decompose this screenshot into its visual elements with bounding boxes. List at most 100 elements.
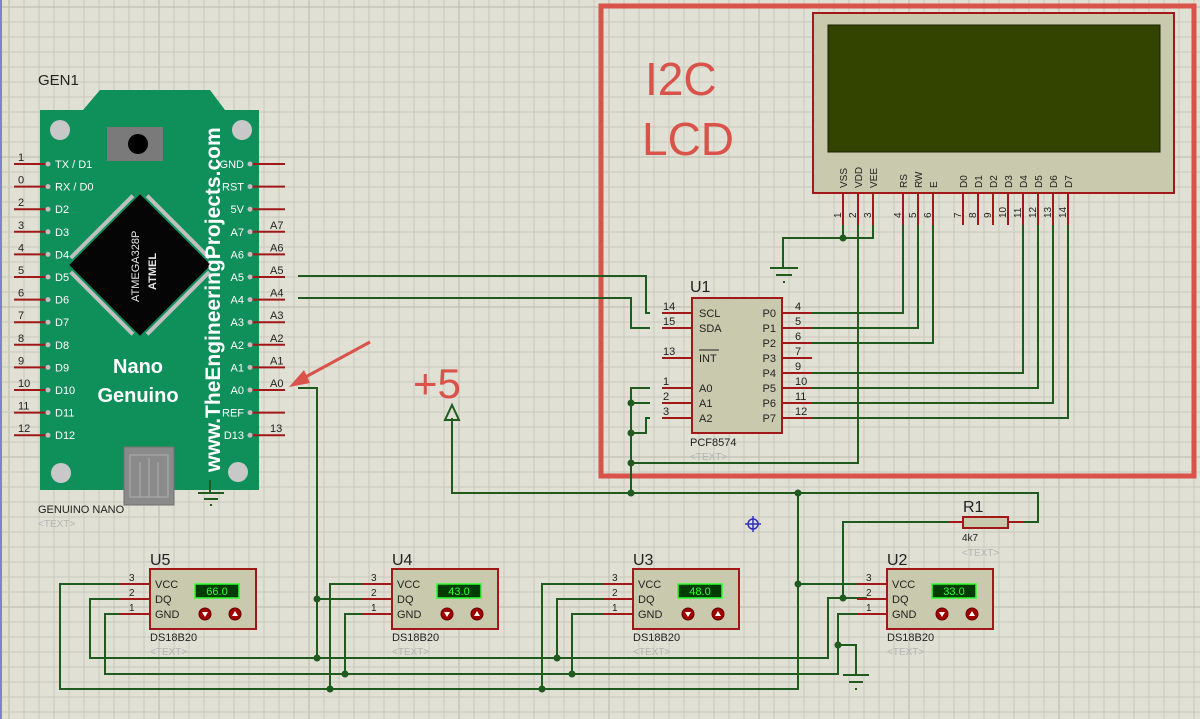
pcf-pin-right[interactable]: 5P1: [763, 316, 812, 335]
lcd-pin[interactable]: D29: [983, 175, 1000, 225]
lcd-pin[interactable]: D18: [968, 175, 985, 225]
pin-number: A6: [270, 242, 283, 254]
website-watermark: www.TheEngineeringProjects.com: [202, 127, 225, 473]
arduino-part: GENUINO NANO: [38, 504, 125, 516]
arduino-pin-left[interactable]: 9D9: [14, 355, 69, 374]
sensor-part: DS18B20: [392, 632, 439, 644]
sensor-ref: U2: [887, 552, 908, 569]
pin-label: P2: [763, 338, 776, 350]
pin-label: P6: [763, 398, 776, 410]
pin-label: INT: [699, 353, 717, 365]
arduino-pin-left[interactable]: 6D6: [14, 288, 69, 307]
arduino-pin-left[interactable]: 2D2: [14, 197, 69, 216]
pcf-pin-right[interactable]: 7P3: [763, 346, 812, 365]
arduino-pin-left[interactable]: 5D5: [14, 265, 69, 284]
wire-junction: [794, 489, 802, 497]
arduino-pin-right[interactable]: GND: [220, 159, 285, 171]
pcf-pin-left[interactable]: 3A2: [662, 406, 712, 425]
pcf-pin-right[interactable]: 4P0: [763, 301, 812, 320]
pin-label: VCC: [397, 579, 420, 591]
arduino-nano[interactable]: GEN1 ATMEGA328P ATMEL Nano Genuino www.T…: [14, 72, 285, 530]
lcd-pin-label: RW: [914, 171, 925, 188]
temp-up-button-icon[interactable]: [965, 607, 979, 621]
wire-junction: [627, 489, 635, 497]
arduino-pin-left[interactable]: 1TX / D1: [14, 152, 92, 171]
temp-up-button-icon[interactable]: [228, 607, 242, 621]
temp-down-button-icon[interactable]: [935, 607, 949, 621]
arduino-pin-right[interactable]: REF: [222, 408, 285, 420]
resistor-r1[interactable]: R1 4k7 <TEXT>: [949, 499, 1024, 559]
temp-up-button-icon[interactable]: [470, 607, 484, 621]
pin-number: 14: [663, 301, 675, 313]
lcd-pin[interactable]: D07: [953, 175, 970, 225]
arduino-pin-left[interactable]: 0RX / D0: [14, 175, 94, 194]
board-title-line1: Nano: [113, 356, 163, 378]
arduino-pin-left[interactable]: 4D4: [14, 242, 69, 261]
pin-label: D12: [55, 430, 75, 442]
temp-up-button-icon[interactable]: [711, 607, 725, 621]
wire-junction: [538, 685, 546, 693]
temp-down-button-icon[interactable]: [198, 607, 212, 621]
arduino-pin-left[interactable]: 7D7: [14, 310, 69, 329]
pcf-pin-left[interactable]: 2A1: [662, 391, 712, 410]
i2c-lcd-highlight-box: [598, 3, 1197, 479]
pin-label: D8: [55, 340, 69, 352]
pcf-pin-right[interactable]: 9P4: [763, 361, 812, 380]
temperature-reading: 48.0: [689, 586, 710, 598]
pin-label: A7: [231, 227, 244, 239]
temperature-reading: 43.0: [448, 586, 469, 598]
lcd-pin[interactable]: E6: [923, 181, 940, 225]
pin-number: A3: [270, 310, 283, 322]
sensor-part: DS18B20: [150, 632, 197, 644]
sensor-text-placeholder: <TEXT>: [887, 647, 924, 658]
arduino-pin-right[interactable]: 5V: [231, 204, 285, 216]
arduino-pin-left[interactable]: 8D8: [14, 333, 69, 352]
pin-label: A4: [231, 295, 244, 307]
pin-label: A6: [231, 249, 244, 261]
lcd-pin[interactable]: RS4: [893, 174, 910, 225]
temp-down-button-icon[interactable]: [440, 607, 454, 621]
arduino-pin-left[interactable]: 3D3: [14, 220, 69, 239]
pcf-pin-right[interactable]: 6P2: [763, 331, 812, 350]
temp-down-button-icon[interactable]: [681, 607, 695, 621]
pcf-pin-left[interactable]: 1A0: [662, 376, 712, 395]
pcf8574-chip[interactable]: U1 14SCL15SDA13INT1A02A13A24P05P16P27P39…: [662, 279, 812, 463]
power-terminal-icon[interactable]: [443, 402, 461, 421]
arduino-pin-right[interactable]: RST: [222, 182, 285, 194]
wire-junction: [834, 641, 842, 649]
lcd-pin[interactable]: RW5: [908, 171, 925, 225]
ground-symbol: [198, 480, 224, 506]
